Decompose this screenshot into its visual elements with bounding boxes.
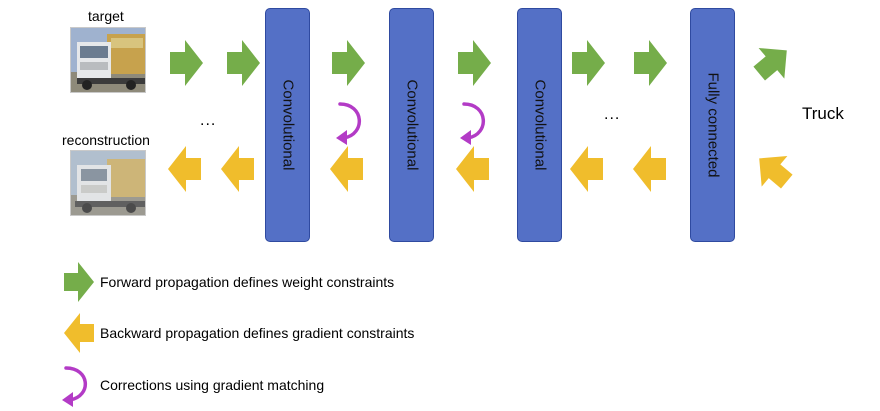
forward-arrow-icon bbox=[634, 40, 667, 86]
layer-convolutional-2: Convolutional bbox=[389, 8, 434, 242]
layer-label: Convolutional bbox=[279, 79, 296, 171]
correction-curved-arrow-icon bbox=[336, 102, 362, 145]
layer-label: Convolutional bbox=[403, 79, 420, 171]
backward-arrow-icon bbox=[570, 146, 603, 192]
forward-arrow-icon bbox=[170, 40, 203, 86]
forward-arrow-to-output-icon bbox=[753, 47, 787, 81]
backward-arrow-icon bbox=[221, 146, 254, 192]
layer-label: Fully connected bbox=[704, 72, 721, 178]
forward-arrow-icon bbox=[332, 40, 365, 86]
layer-fully-connected: Fully connected bbox=[690, 8, 735, 242]
layer-convolutional-1: Convolutional bbox=[265, 8, 310, 242]
legend-forward-arrow-icon bbox=[64, 262, 94, 302]
backward-arrow-icon bbox=[456, 146, 489, 192]
output-label-truck: Truck bbox=[802, 104, 844, 123]
forward-arrow-icon bbox=[572, 40, 605, 86]
forward-arrow-icon bbox=[227, 40, 260, 86]
backward-arrow-icon bbox=[168, 146, 201, 192]
target-image bbox=[70, 27, 146, 93]
correction-curved-arrow-icon bbox=[460, 102, 486, 145]
legend-backward-text: Backward propagation defines gradient co… bbox=[100, 325, 415, 341]
legend-forward-text: Forward propagation defines weight const… bbox=[100, 274, 395, 290]
layer-convolutional-3: Convolutional bbox=[517, 8, 562, 242]
backward-arrow-icon bbox=[330, 146, 363, 192]
ellipsis-left: ... bbox=[200, 112, 217, 129]
backward-arrow-from-output-icon bbox=[759, 155, 793, 189]
legend-correction-arrow-icon bbox=[62, 366, 88, 407]
forward-arrow-icon bbox=[458, 40, 491, 86]
layer-label: Convolutional bbox=[531, 79, 548, 171]
backward-arrow-icon bbox=[633, 146, 666, 192]
legend-backward-arrow-icon bbox=[64, 313, 94, 353]
target-label: target bbox=[88, 8, 124, 24]
legend-correction-text: Corrections using gradient matching bbox=[100, 377, 325, 393]
ellipsis-right: ... bbox=[604, 106, 621, 123]
reconstruction-label: reconstruction bbox=[62, 132, 150, 148]
reconstruction-image bbox=[70, 150, 146, 216]
